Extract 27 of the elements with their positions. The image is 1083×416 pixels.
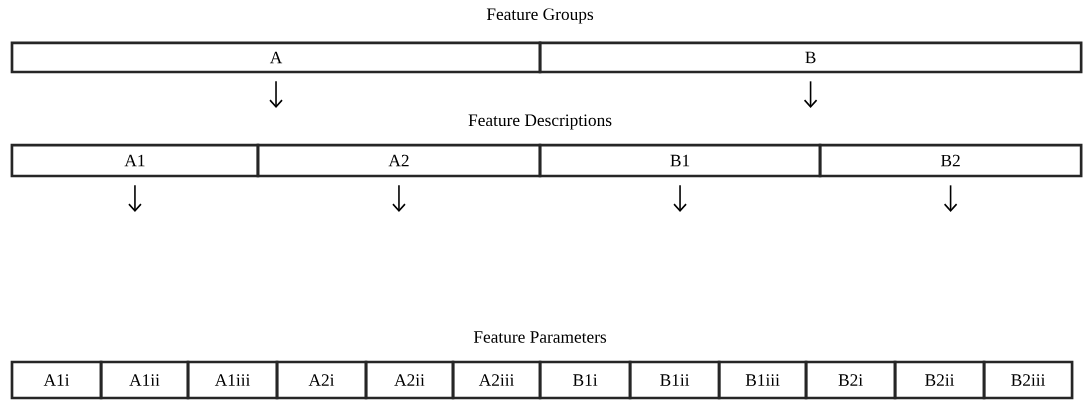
cell-box: B2ii — [893, 360, 986, 400]
cell-box: A2ii — [364, 360, 455, 400]
cell-box: A1 — [10, 143, 260, 178]
row-heading: Feature Parameters — [473, 331, 607, 343]
cell-box: A2iii — [451, 360, 542, 400]
row-heading: Feature Descriptions — [468, 114, 612, 130]
cell-box: A2i — [275, 360, 368, 400]
cell-box: B1iii — [717, 360, 808, 400]
cell-box: B1ii — [628, 360, 721, 400]
cell-box: A1i — [10, 360, 103, 400]
cell-box: B1i — [538, 360, 632, 400]
arrow — [128, 184, 142, 212]
cell-box: B2i — [804, 360, 897, 400]
arrow — [943, 184, 958, 212]
arrow — [673, 184, 687, 212]
cell-box: B2 — [818, 143, 1083, 178]
cell-box: B2iii — [982, 360, 1074, 400]
arrow — [269, 80, 283, 108]
cell-box: B1 — [538, 143, 822, 178]
cell-box: A1ii — [99, 360, 190, 400]
row-heading: Feature Groups — [486, 8, 594, 24]
cell-box: A1iii — [186, 360, 279, 400]
cell-box: A — [10, 41, 542, 74]
arrow — [803, 80, 818, 108]
arrow — [392, 184, 406, 212]
cell-box: A2 — [256, 143, 542, 178]
cell-box: B — [538, 41, 1083, 74]
